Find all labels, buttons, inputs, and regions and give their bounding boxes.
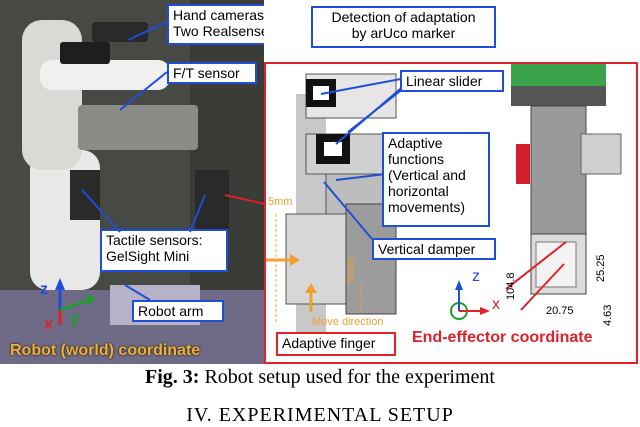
- five-mm-left-label: 5mm: [268, 196, 293, 208]
- ee-axis-x: x: [492, 296, 500, 313]
- world-axis-z: z: [40, 281, 48, 298]
- detection-text-2: by arUco marker: [351, 25, 456, 41]
- adaptive-functions-label: Adaptive functions (Vertical and horizon…: [382, 132, 490, 227]
- ft-sensor-text: F/T sensor: [173, 65, 240, 81]
- tactile-sensors-label: Tactile sensors: GelSight Mini: [100, 229, 228, 272]
- dim-20-75: 20.75: [546, 305, 574, 317]
- robot-arm-text: Robot arm: [138, 303, 204, 319]
- vertical-damper-text: Vertical damper: [378, 241, 476, 257]
- robot-arm-label: Robot arm: [132, 300, 224, 322]
- figure-number: Fig. 3:: [145, 366, 200, 388]
- finger-diagram: [266, 64, 622, 334]
- world-axis-x: x: [44, 316, 53, 333]
- linear-slider-text: Linear slider: [406, 73, 483, 89]
- end-effector-coordinate-label: End-effector coordinate: [412, 329, 593, 346]
- adaptive-finger-label: Adaptive finger: [276, 332, 396, 356]
- adaptive-finger-text: Adaptive finger: [282, 335, 376, 351]
- connector-line: [225, 194, 266, 205]
- adaptive-functions-text-3: (Vertical and: [388, 167, 466, 183]
- tactile-text-2: GelSight Mini: [106, 248, 190, 264]
- ft-sensor-label: F/T sensor: [167, 62, 257, 84]
- hand-cameras-label: Hand cameras: Two Realsense: [167, 4, 264, 45]
- detection-label: Detection of adaptation by arUco marker: [311, 6, 496, 48]
- hand-cameras-text-2: Two Realsense: [173, 23, 264, 39]
- adaptive-functions-text-2: functions: [388, 151, 445, 167]
- tactile-text: Tactile sensors:: [106, 232, 203, 248]
- hand-cameras-text: Hand cameras:: [173, 7, 264, 23]
- figure-caption-text: Robot setup used for the experiment: [199, 366, 495, 388]
- ee-axis-z: z: [472, 268, 480, 285]
- adaptive-functions-text-5: movements): [388, 199, 466, 215]
- move-direction-label: Move direction: [312, 316, 384, 328]
- dim-104-8: 104.8: [505, 272, 517, 300]
- adaptive-functions-text-4: horizontal: [388, 183, 449, 199]
- robot-photo: Hand cameras: Two Realsense F/T sensor T…: [0, 0, 264, 364]
- adaptive-functions-text-1: Adaptive: [388, 135, 443, 151]
- world-coordinate-label: Robot (world) coordinate: [10, 342, 201, 359]
- photo-callout-lines: [55, 21, 206, 325]
- dim-25-25: 25.25: [595, 254, 607, 282]
- vertical-damper-label: Vertical damper: [372, 238, 496, 260]
- world-axis-y: y: [70, 310, 79, 327]
- detection-text: Detection of adaptation: [331, 9, 476, 25]
- five-mm-right-label: 5mm: [345, 257, 357, 282]
- finger-diagram-frame: [264, 62, 638, 364]
- figure-caption: Fig. 3: Robot setup used for the experim…: [0, 366, 640, 389]
- linear-slider-label: Linear slider: [400, 70, 504, 92]
- dim-4-63: 4.63: [602, 304, 614, 326]
- section-heading: IV. EXPERIMENTAL SETUP: [186, 404, 454, 426]
